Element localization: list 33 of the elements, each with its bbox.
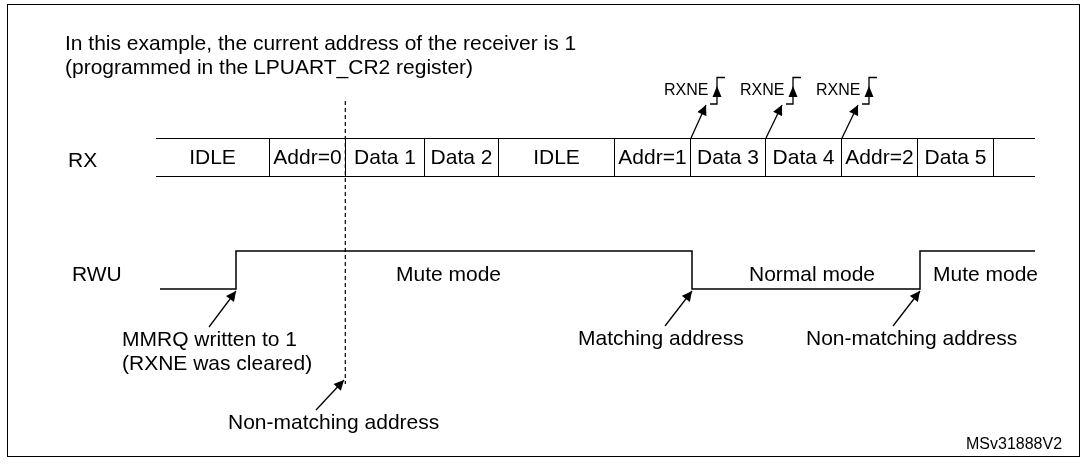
bus-segment: Data 4 — [766, 138, 842, 177]
annotation-text: Non-matching address — [806, 326, 1018, 350]
arrow — [690, 104, 707, 139]
bus-segment: IDLE — [156, 138, 270, 177]
bus-segment: Data 3 — [691, 138, 766, 177]
leader-arrow — [664, 290, 693, 327]
signal-name: RWU — [72, 262, 122, 286]
bus-segment — [994, 138, 1035, 177]
annotation-text: MMRQ written to 1 (RXNE was cleared) — [122, 327, 318, 375]
leader-arrow — [208, 290, 237, 328]
mode-label: Mute mode — [396, 262, 502, 286]
mode-label: Normal mode — [749, 262, 876, 286]
note-text: In this example, the current address of the receiver is 1 (programmed in the LPUART_CR2 register) — [65, 31, 578, 79]
bus-segment: Data 1 — [346, 138, 425, 177]
rwu-waveform — [159, 250, 1036, 290]
bus-segment: Data 5 — [918, 138, 994, 177]
leader-arrow — [315, 379, 345, 411]
flag-label: RXNE — [664, 81, 709, 99]
bus-segment: Addr=2 — [842, 138, 918, 177]
annotation-text: Non-matching address — [228, 410, 440, 434]
signal-name: RX — [68, 148, 98, 172]
annotation-text: Matching address — [578, 326, 744, 350]
arrow — [765, 104, 783, 139]
flag-label: RXNE — [740, 81, 785, 99]
arrow — [841, 104, 859, 139]
bus-segment: Addr=1 — [615, 138, 691, 177]
bus-segment: IDLE — [499, 138, 615, 177]
leader-arrow — [892, 290, 921, 327]
mode-label: Mute mode — [933, 262, 1039, 286]
bus-segment: Addr=0 — [270, 138, 346, 177]
bus-segment: Data 2 — [425, 138, 499, 177]
figure-id: MSv31888V2 — [966, 434, 1063, 453]
flag-label: RXNE — [816, 81, 861, 99]
